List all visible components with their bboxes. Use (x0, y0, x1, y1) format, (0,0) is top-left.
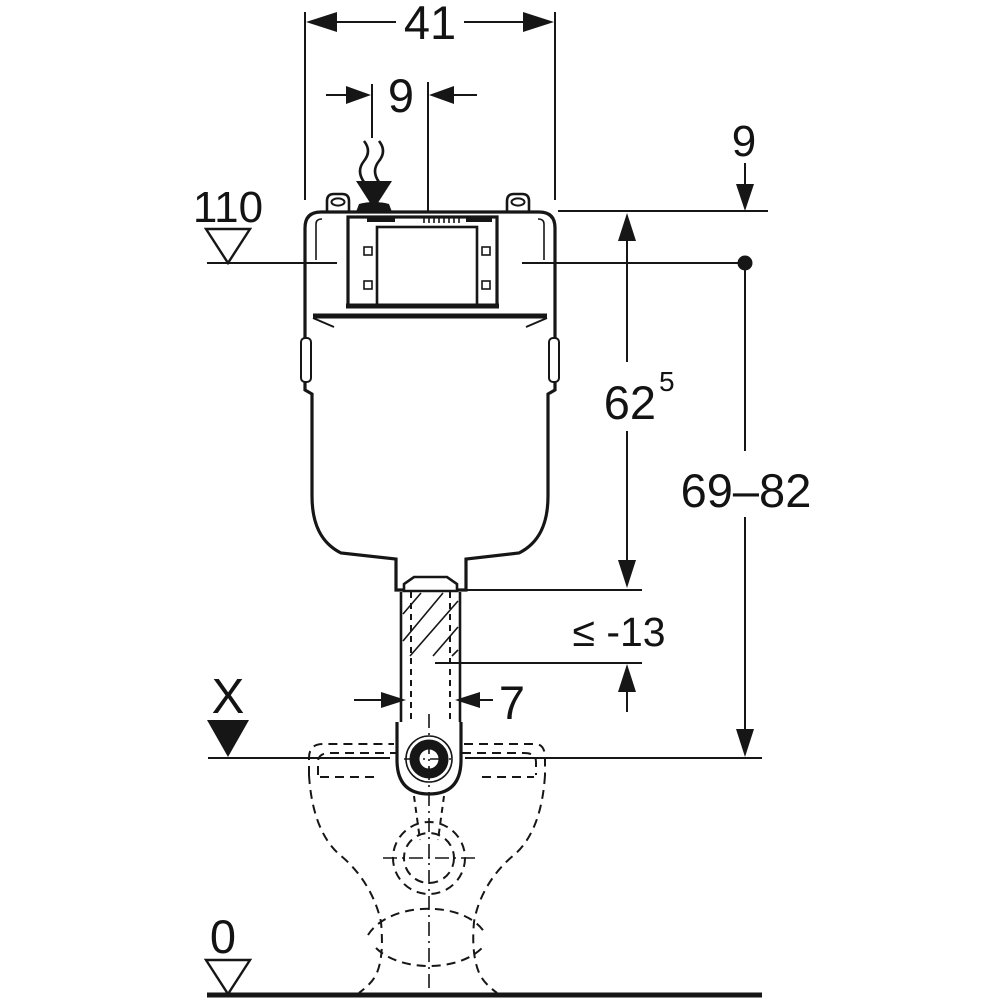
dim-arrow-left-icon (429, 86, 454, 104)
dim-arrow-down-icon (736, 729, 754, 757)
dim-label-cistern-height: 62 (604, 376, 656, 429)
flush-bend (395, 722, 463, 796)
frame-clip (481, 280, 491, 290)
dim-arrow-down-icon (618, 560, 636, 588)
divider-chamfer-left (312, 317, 335, 328)
cistern-outline (303, 210, 557, 592)
dim-label-actuation-range: 69–82 (681, 464, 812, 517)
reference-dot-icon (737, 255, 753, 271)
level-marker-X: X (207, 670, 762, 759)
level-label-110: 110 (193, 183, 263, 232)
dimension-width-41: 41 (304, 0, 556, 200)
shell-inner-corner-right (537, 218, 545, 260)
pipe-hidden-continuation (413, 795, 445, 841)
level-triangle-icon (203, 958, 253, 997)
dim-arrow-left-icon (306, 12, 337, 32)
frame-bar-right (466, 218, 492, 222)
cistern-body (300, 192, 560, 593)
reference-line-actuation (522, 255, 753, 271)
dim-arrow-up-icon (618, 213, 636, 241)
frame-clip (363, 246, 373, 256)
dim-arrow-right-icon (381, 692, 406, 708)
side-slot-left (300, 337, 312, 383)
dimension-pipe-width-7: 7 (354, 676, 525, 729)
dim-label-cistern-height-sup: 5 (659, 366, 675, 397)
dim-label-top-depth: 9 (732, 117, 756, 166)
dim-arrow-left-icon (455, 692, 480, 708)
level-label-x: X (212, 670, 245, 724)
dim-arrow-up-icon (618, 664, 636, 692)
vent-slots (423, 218, 460, 223)
dimension-actuation-range-69-82: 69–82 (681, 269, 812, 757)
shell-inner-corner-left (315, 218, 323, 260)
dim-label-pipe-width: 7 (499, 676, 525, 729)
dim-label-pipe-cut: ≤ -13 (572, 609, 665, 655)
frame-clip (363, 280, 373, 290)
dim-arrow-down-icon (736, 184, 754, 211)
dim-arrow-right-icon (346, 86, 371, 104)
flush-pipe (399, 592, 462, 722)
dim-arrow-right-icon (523, 12, 554, 32)
side-slot-right (548, 337, 560, 383)
frame-bar-left (367, 218, 395, 222)
dim-label-width: 41 (404, 0, 456, 49)
dimension-top-depth-9: 9 (558, 117, 768, 212)
dim-label-inlet-offset: 9 (388, 69, 414, 122)
level-triangle-icon (203, 227, 253, 266)
pan-profile-left (308, 774, 383, 994)
pipe-hatching (402, 592, 459, 657)
dimension-pipe-cut-13: ≤ -13 (435, 609, 666, 712)
dimension-inlet-offset-9: 9 (326, 69, 477, 211)
outlet-cap (402, 575, 459, 593)
water-supply-icon (356, 140, 392, 209)
mounting-tab-left (325, 192, 351, 213)
level-marker-110: 110 (193, 183, 337, 266)
inspection-window (375, 225, 479, 307)
dimension-cistern-height-62-5: 62 5 (460, 213, 675, 591)
level-label-0: 0 (210, 910, 236, 963)
tab-hole-icon (510, 197, 526, 207)
level-triangle-filled-icon (207, 720, 249, 757)
pan-trapway-upper (367, 907, 487, 936)
mounting-tab-right (505, 192, 531, 213)
pan-rim-inner (317, 752, 537, 775)
frame-clip (481, 246, 491, 256)
pan-profile-right (472, 774, 546, 994)
divider-chamfer-right (525, 317, 548, 328)
level-marker-0: 0 (203, 910, 762, 998)
tab-hole-icon (330, 197, 346, 207)
